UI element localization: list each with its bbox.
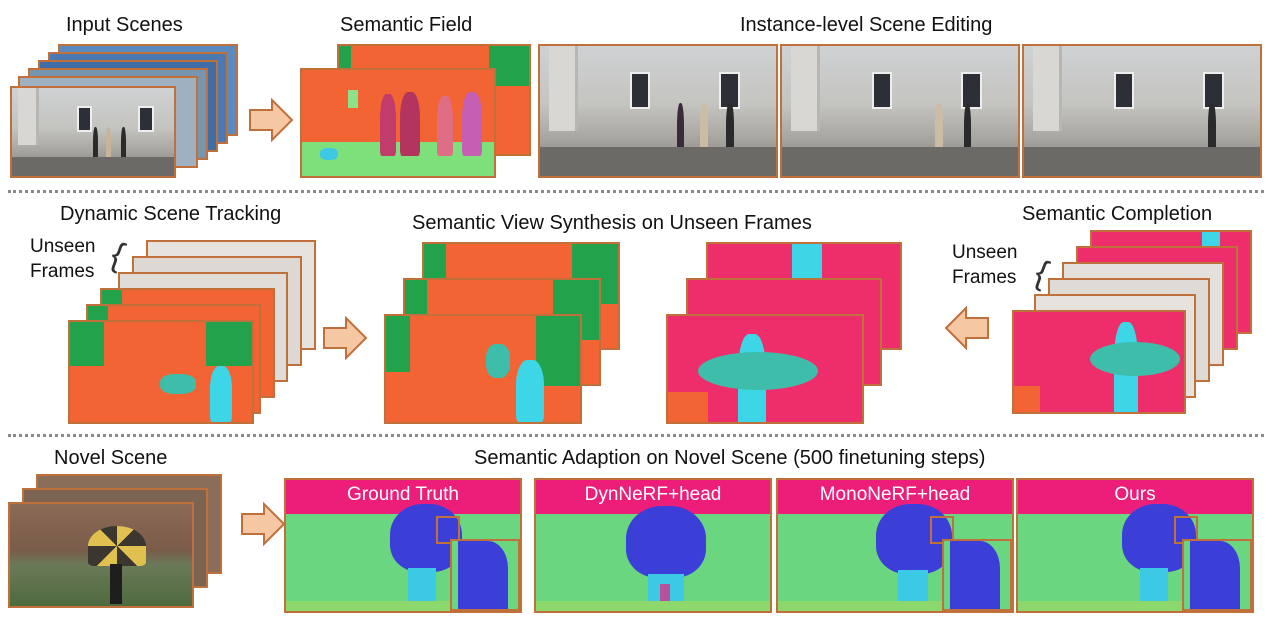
novel-scene-label: Novel Scene <box>54 447 168 469</box>
panel-dynnerf-head: DynNeRF+head <box>534 478 772 613</box>
left-arrow-icon <box>944 306 989 350</box>
input-scene-front-photo <box>10 86 176 178</box>
panel-title: MonoNeRF+head <box>819 484 971 505</box>
adaption-label: Semantic Adaption on Novel Scene (500 fi… <box>474 447 986 469</box>
completion-label: Semantic Completion <box>1022 203 1213 225</box>
editing-photo-1 <box>538 44 778 178</box>
row-separator <box>8 434 1264 437</box>
panel-title: Ground Truth <box>347 484 459 505</box>
row-separator <box>8 190 1264 193</box>
right-arrow-icon <box>249 98 294 142</box>
panel-title: Ours <box>1114 484 1156 505</box>
right-arrow-icon <box>323 316 368 360</box>
editing-photo-3 <box>1022 44 1262 178</box>
brace-left-icon: { <box>106 235 130 275</box>
panel-mononerf-head: MonoNeRF+head <box>776 478 1014 613</box>
semantic-field-label: Semantic Field <box>340 14 473 36</box>
editing-photo-2 <box>780 44 1020 178</box>
panel-title: DynNeRF+head <box>584 484 722 505</box>
view-synthesis-label: Semantic View Synthesis on Unseen Frames <box>412 212 812 234</box>
instance-editing-label: Instance-level Scene Editing <box>740 14 993 36</box>
dynamic-tracking-label: Dynamic Scene Tracking <box>60 203 282 225</box>
unseen-frames-left-label: Unseen Frames <box>30 236 96 282</box>
input-scenes-label: Input Scenes <box>66 14 183 36</box>
panel-ground-truth: Ground Truth <box>284 478 522 613</box>
right-arrow-icon <box>241 502 286 546</box>
novel-scene-front-photo <box>8 502 194 608</box>
unseen-frames-right-label: Unseen Frames <box>952 242 1018 288</box>
panel-ours: Ours <box>1016 478 1254 613</box>
